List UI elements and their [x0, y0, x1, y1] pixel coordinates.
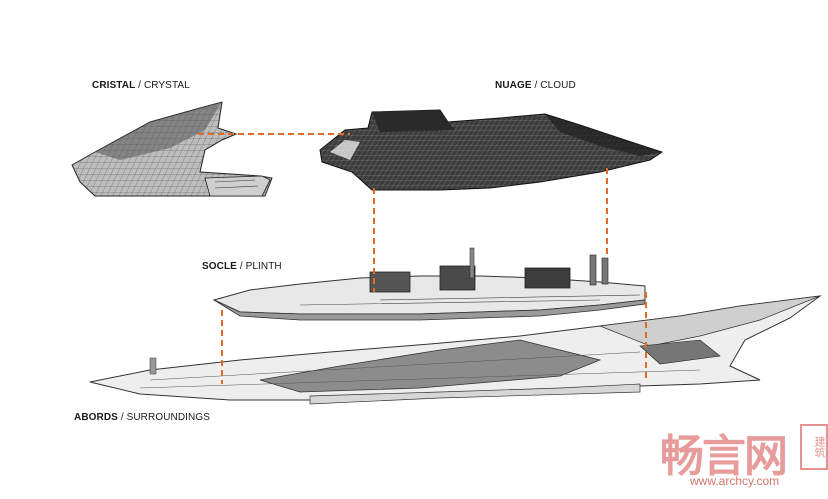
layer-label-crystal: CRISTAL / CRYSTAL — [92, 80, 190, 91]
connector-lines — [198, 133, 647, 384]
watermark-url: www.archcy.com — [690, 474, 780, 488]
watermark-logo: 畅言网 — [660, 431, 788, 482]
watermark-seal: 建筑 — [800, 424, 828, 470]
layer-label-cloud: NUAGE / CLOUD — [495, 80, 576, 91]
surroundings-volume — [89, 295, 822, 405]
cloud-volume — [319, 109, 664, 191]
layer-label-plinth: SOCLE / PLINTH — [202, 261, 282, 272]
plinth-volume — [212, 247, 646, 321]
layer-label-surroundings: ABORDS / SURROUNDINGS — [74, 412, 211, 423]
crystal-volume — [71, 101, 273, 197]
